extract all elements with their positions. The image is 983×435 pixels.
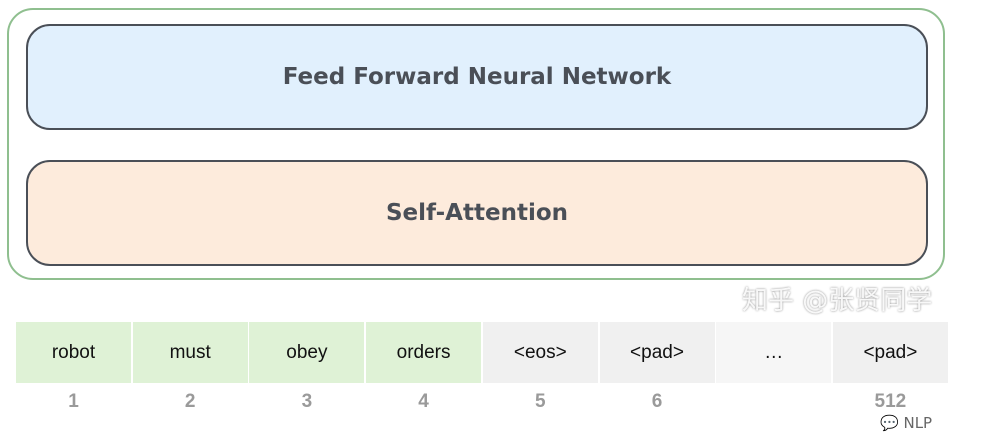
- token-cell: …: [716, 322, 832, 383]
- position-index: 2: [184, 391, 196, 412]
- token-text: <pad>: [863, 341, 918, 363]
- position-index: 5: [535, 391, 546, 412]
- position-index: 3: [301, 391, 313, 412]
- watermark-wechat: 💬 NLP: [880, 414, 933, 432]
- token-text: orders: [396, 341, 451, 363]
- token-cell: obey: [249, 322, 365, 383]
- token-cell: <pad>: [599, 322, 715, 383]
- token-text: <pad>: [630, 341, 684, 363]
- token-cell: orders: [366, 322, 482, 383]
- wechat-icon: 💬: [880, 414, 899, 432]
- position-index: 512: [874, 391, 907, 412]
- token-cell: must: [132, 322, 248, 383]
- token-text: obey: [286, 341, 328, 363]
- position-index: 4: [418, 391, 429, 412]
- token-cell: <pad>: [832, 322, 948, 383]
- ffnn-label: Feed Forward Neural Network: [282, 64, 672, 90]
- decoder-block-container: [7, 8, 945, 280]
- token-text: …: [764, 341, 784, 363]
- position-index: 1: [68, 391, 79, 412]
- self-attention-label: Self-Attention: [385, 200, 568, 226]
- position-index: 6: [651, 391, 663, 412]
- token-text: robot: [51, 341, 96, 363]
- watermark-zhihu: 知乎 @张贤同学: [742, 286, 933, 316]
- token-text: <eos>: [513, 341, 567, 363]
- feed-forward-block: Feed Forward Neural Network: [26, 24, 928, 130]
- token-text: must: [169, 341, 211, 363]
- token-cell: robot: [16, 322, 131, 383]
- token-cell: <eos>: [482, 322, 598, 383]
- self-attention-block: Self-Attention: [26, 160, 928, 266]
